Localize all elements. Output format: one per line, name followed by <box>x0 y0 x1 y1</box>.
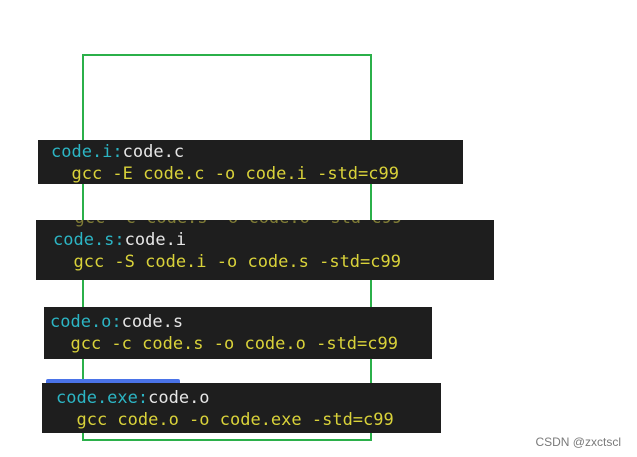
rule-dependency: code.s <box>121 312 184 332</box>
rule-dependency: code.i <box>124 230 187 250</box>
code-snippet-preprocess: code.i:code.c gcc -E code.c -o code.i -s… <box>38 140 463 184</box>
rule-target: code.o: <box>50 312 122 332</box>
rule-command: gcc -E code.c -o code.i -std=c99 <box>51 164 399 184</box>
makefile-rule-line: code.s:code.i <box>53 229 494 251</box>
code-snippet-link: code.exe:code.o gcc code.o -o code.exe -… <box>42 383 441 433</box>
makefile-rule-line: code.i:code.c <box>51 141 463 163</box>
rule-target: code.exe: <box>56 388 149 408</box>
makefile-rule-line: code.o:code.s <box>50 311 432 333</box>
overlap-ghost-line: gcc -c code.s -o code.o -std=c99 <box>54 220 402 229</box>
rule-target: code.i: <box>51 142 123 162</box>
code-snippet-compile: gcc -c code.s -o code.o -std=c99 code.s:… <box>36 220 494 280</box>
rule-command: gcc code.o -o code.exe -std=c99 <box>56 410 394 430</box>
rule-dependency: code.c <box>122 142 185 162</box>
rule-target: code.s: <box>53 230 125 250</box>
editor-tab-accent <box>46 379 180 384</box>
watermark-text: CSDN @zxctscl <box>535 435 621 449</box>
rule-dependency: code.o <box>148 388 210 408</box>
makefile-rule-line: code.exe:code.o <box>56 387 441 409</box>
rule-command: gcc -S code.i -o code.s -std=c99 <box>53 252 401 272</box>
code-snippet-assemble: code.o:code.s gcc -c code.s -o code.o -s… <box>44 307 432 359</box>
rule-command: gcc -c code.s -o code.o -std=c99 <box>50 334 398 354</box>
